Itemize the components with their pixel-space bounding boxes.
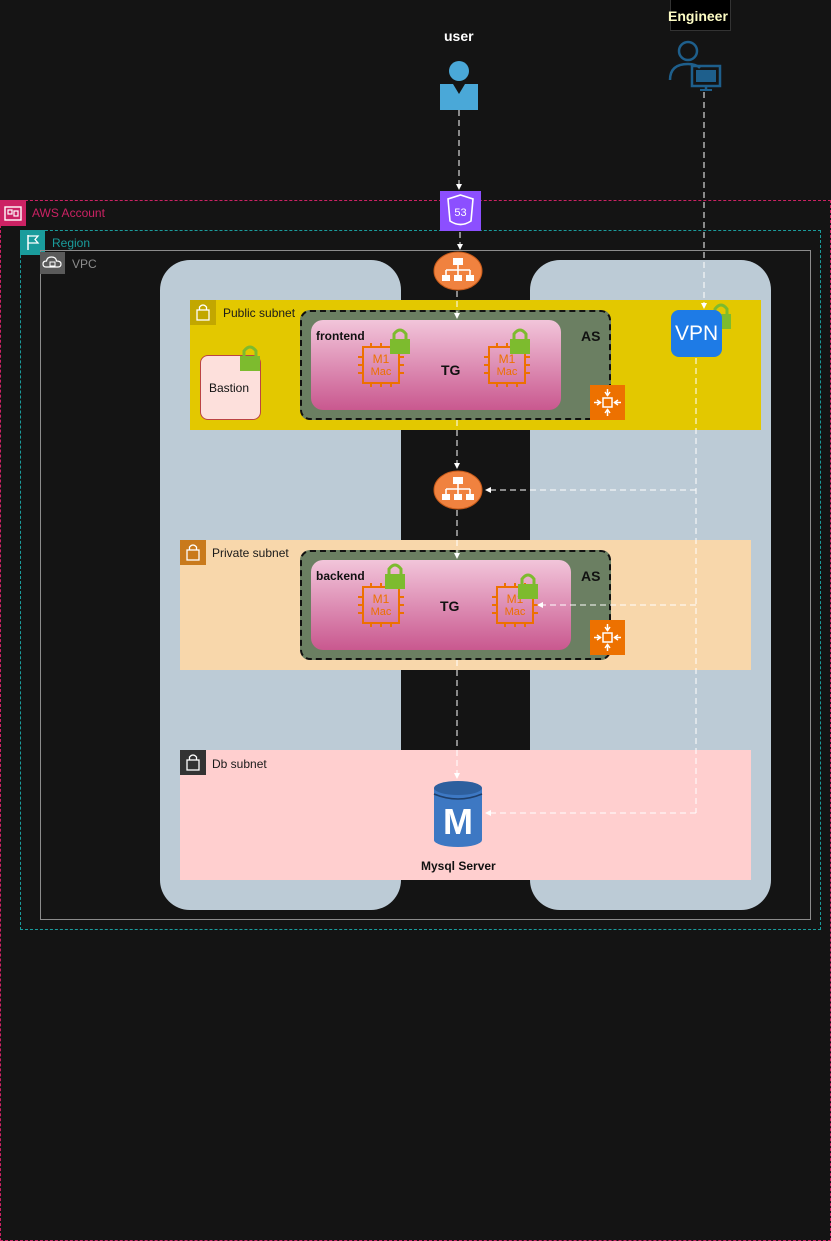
mysql-server-label: Mysql Server xyxy=(421,859,496,873)
engineer-icon[interactable] xyxy=(668,40,722,92)
region-container xyxy=(20,230,821,930)
mysql-db-icon[interactable]: M xyxy=(432,780,484,848)
svg-text:M1: M1 xyxy=(499,352,516,366)
backend-autoscaling-label: AS xyxy=(581,568,601,584)
load-balancer-icon[interactable] xyxy=(433,251,483,291)
vpc-label: VPC xyxy=(72,257,97,271)
region-label: Region xyxy=(52,236,91,250)
svg-text:Mac: Mac xyxy=(497,366,518,378)
route53-icon[interactable]: 53 xyxy=(440,191,481,231)
svg-text:Mac: Mac xyxy=(371,366,392,378)
vpn-icon[interactable] xyxy=(671,310,722,357)
frontend-target-group-label: TG xyxy=(441,362,461,378)
lock-icon xyxy=(239,342,261,372)
svg-text:Mac: Mac xyxy=(505,606,526,618)
vpn-label: VPN xyxy=(675,322,719,345)
private-subnet-lock-icon xyxy=(180,540,206,565)
bastion-label: Bastion xyxy=(209,381,250,395)
auto-scaling-icon xyxy=(590,620,625,655)
public-subnet-label: Public subnet xyxy=(223,306,296,320)
public-subnet-lock-icon xyxy=(190,300,216,325)
svg-text:M1: M1 xyxy=(373,352,390,366)
private-subnet-label: Private subnet xyxy=(212,546,289,560)
user-icon[interactable] xyxy=(440,60,478,110)
db-subnet-label: Db subnet xyxy=(212,757,267,771)
svg-text:M: M xyxy=(443,801,473,842)
db-subnet-lock-icon xyxy=(180,750,206,775)
lock-icon xyxy=(384,560,406,590)
engineer-label: Engineer xyxy=(668,8,728,24)
ec2-m1-mac-icon: M1 Mac xyxy=(482,343,532,387)
ec2-m1-mac-icon: M1 Mac xyxy=(356,343,406,387)
frontend-target-group xyxy=(311,320,561,410)
lock-icon xyxy=(389,325,411,355)
lock-icon xyxy=(517,570,539,600)
svg-text:53: 53 xyxy=(454,207,466,219)
auto-scaling-icon xyxy=(590,385,625,420)
aws-account-icon xyxy=(0,200,26,226)
aws-account-label: AWS Account xyxy=(32,206,105,220)
frontend-group-name: frontend xyxy=(316,329,365,343)
user-label: user xyxy=(444,28,474,44)
vpc-icon xyxy=(40,252,65,274)
frontend-autoscaling-label: AS xyxy=(581,328,601,344)
backend-group-name: backend xyxy=(316,569,365,583)
svg-text:M1: M1 xyxy=(373,592,390,606)
backend-target-group-label: TG xyxy=(440,598,460,614)
vpc-container xyxy=(40,250,811,920)
engineer-label-box xyxy=(670,0,731,31)
load-balancer-icon[interactable] xyxy=(433,470,483,510)
lock-icon xyxy=(509,325,531,355)
svg-text:Mac: Mac xyxy=(371,606,392,618)
